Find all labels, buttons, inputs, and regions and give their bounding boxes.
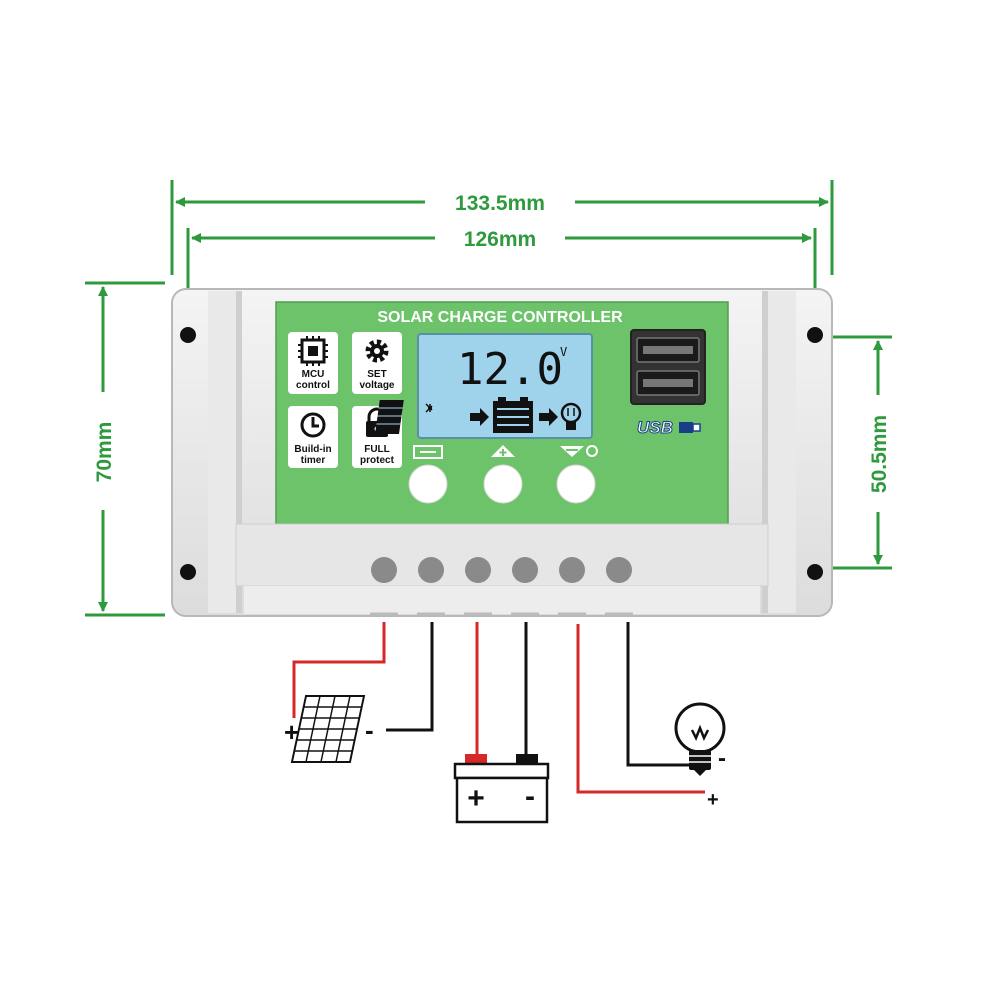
load-positive-wire: [576, 624, 705, 794]
terminal-screw[interactable]: [559, 557, 585, 583]
terminal-screw[interactable]: [418, 557, 444, 583]
lcd-voltage: 12.0: [457, 344, 563, 395]
lcd-unit: V: [560, 345, 567, 359]
battery-plus-label: +: [467, 782, 485, 815]
feature-line2: voltage: [359, 380, 394, 391]
feature-line2: control: [296, 380, 330, 391]
hole-height-label: 50.5mm: [868, 415, 891, 493]
chip-icon: [298, 336, 328, 366]
feature-line2: protect: [360, 455, 395, 466]
arrow-icon: [539, 408, 558, 426]
solar-panel: + -: [284, 695, 374, 763]
feature-line1: SET: [367, 369, 386, 380]
front-panel: SOLAR CHARGE CONTROLLER MCU control SET …: [275, 301, 729, 525]
mounting-hole: [807, 564, 823, 580]
feature-line1: Build-in: [294, 444, 331, 455]
solar-minus-label: -: [365, 715, 374, 745]
dimension-lines: 133.5mm 126mm 70mm 50.5mm: [85, 180, 892, 617]
usb-plug-icon: [679, 422, 701, 433]
down-button[interactable]: [556, 464, 596, 504]
feature-line1: MCU: [302, 369, 325, 380]
usb-label: USB: [637, 418, 673, 437]
battery-minus-label: -: [525, 780, 535, 813]
feature-line1: FULL: [364, 444, 390, 455]
mounting-hole: [180, 564, 196, 580]
feature-line2: timer: [301, 455, 326, 466]
overall-width-label: 133.5mm: [455, 192, 545, 215]
solar-negative-wire: [386, 622, 434, 732]
solar-positive-wire: [292, 622, 386, 718]
terminal-screw[interactable]: [606, 557, 632, 583]
usb-ports: USB: [630, 329, 706, 438]
battery-icon: [493, 397, 533, 433]
feature-build-in-timer: Build-in timer: [288, 406, 338, 468]
hole-width-label: 126mm: [464, 228, 536, 251]
menu-icon: [413, 445, 443, 459]
wires: [292, 622, 705, 794]
terminal-block: [235, 523, 769, 616]
feature-mcu-control: MCU control: [288, 332, 338, 394]
solar-plus-label: +: [284, 717, 299, 747]
mounting-hole: [807, 327, 823, 343]
terminal-screw[interactable]: [512, 557, 538, 583]
bulb-icon: [560, 402, 582, 430]
solar-panel-icon: [375, 400, 433, 434]
load-minus-label: -: [718, 745, 726, 772]
terminal-screw[interactable]: [371, 557, 397, 583]
up-icon: [491, 445, 515, 457]
controller-title: SOLAR CHARGE CONTROLLER: [377, 309, 623, 326]
terminal-screw[interactable]: [465, 557, 491, 583]
menu-button[interactable]: [408, 464, 448, 504]
up-button[interactable]: [483, 464, 523, 504]
arrow-icon: [470, 408, 489, 426]
clock-icon: [300, 412, 326, 438]
height-label: 70mm: [93, 422, 116, 483]
load-negative-wire: [626, 622, 690, 767]
load-plus-label: +: [707, 789, 719, 811]
mounting-hole: [180, 327, 196, 343]
gear-icon: [365, 339, 389, 363]
feature-set-voltage: SET voltage: [352, 332, 402, 394]
lcd-display: 12.0 V: [375, 333, 593, 439]
down-icon: [560, 445, 598, 457]
lamp: - +: [674, 702, 726, 811]
battery: + -: [453, 754, 550, 824]
